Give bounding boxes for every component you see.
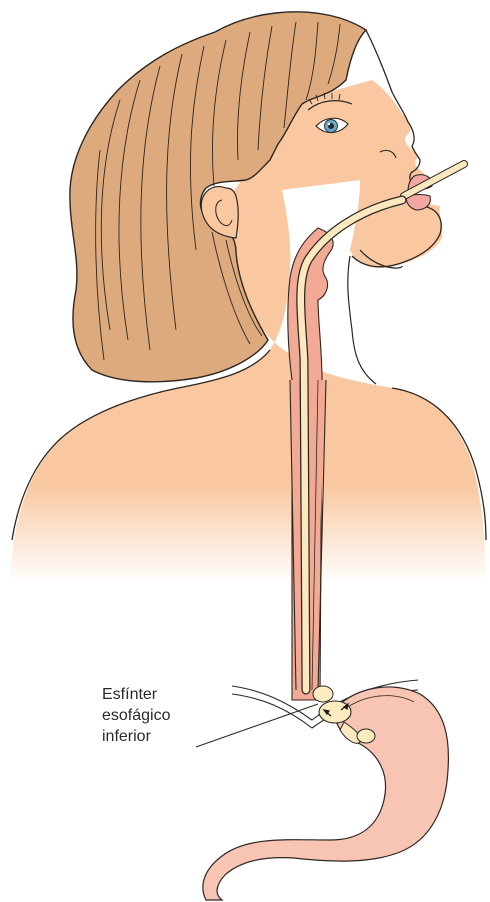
neck-line <box>348 256 376 384</box>
label-line-2: esofágico <box>102 705 222 726</box>
tube-tip <box>357 729 375 743</box>
sphincter-lower <box>319 701 351 723</box>
label-line-1: Esfínter <box>102 684 222 705</box>
sphincter <box>313 686 333 702</box>
sphincter-label: Esfínter esofágico inferior <box>102 684 222 747</box>
label-line-3: inferior <box>102 726 222 747</box>
